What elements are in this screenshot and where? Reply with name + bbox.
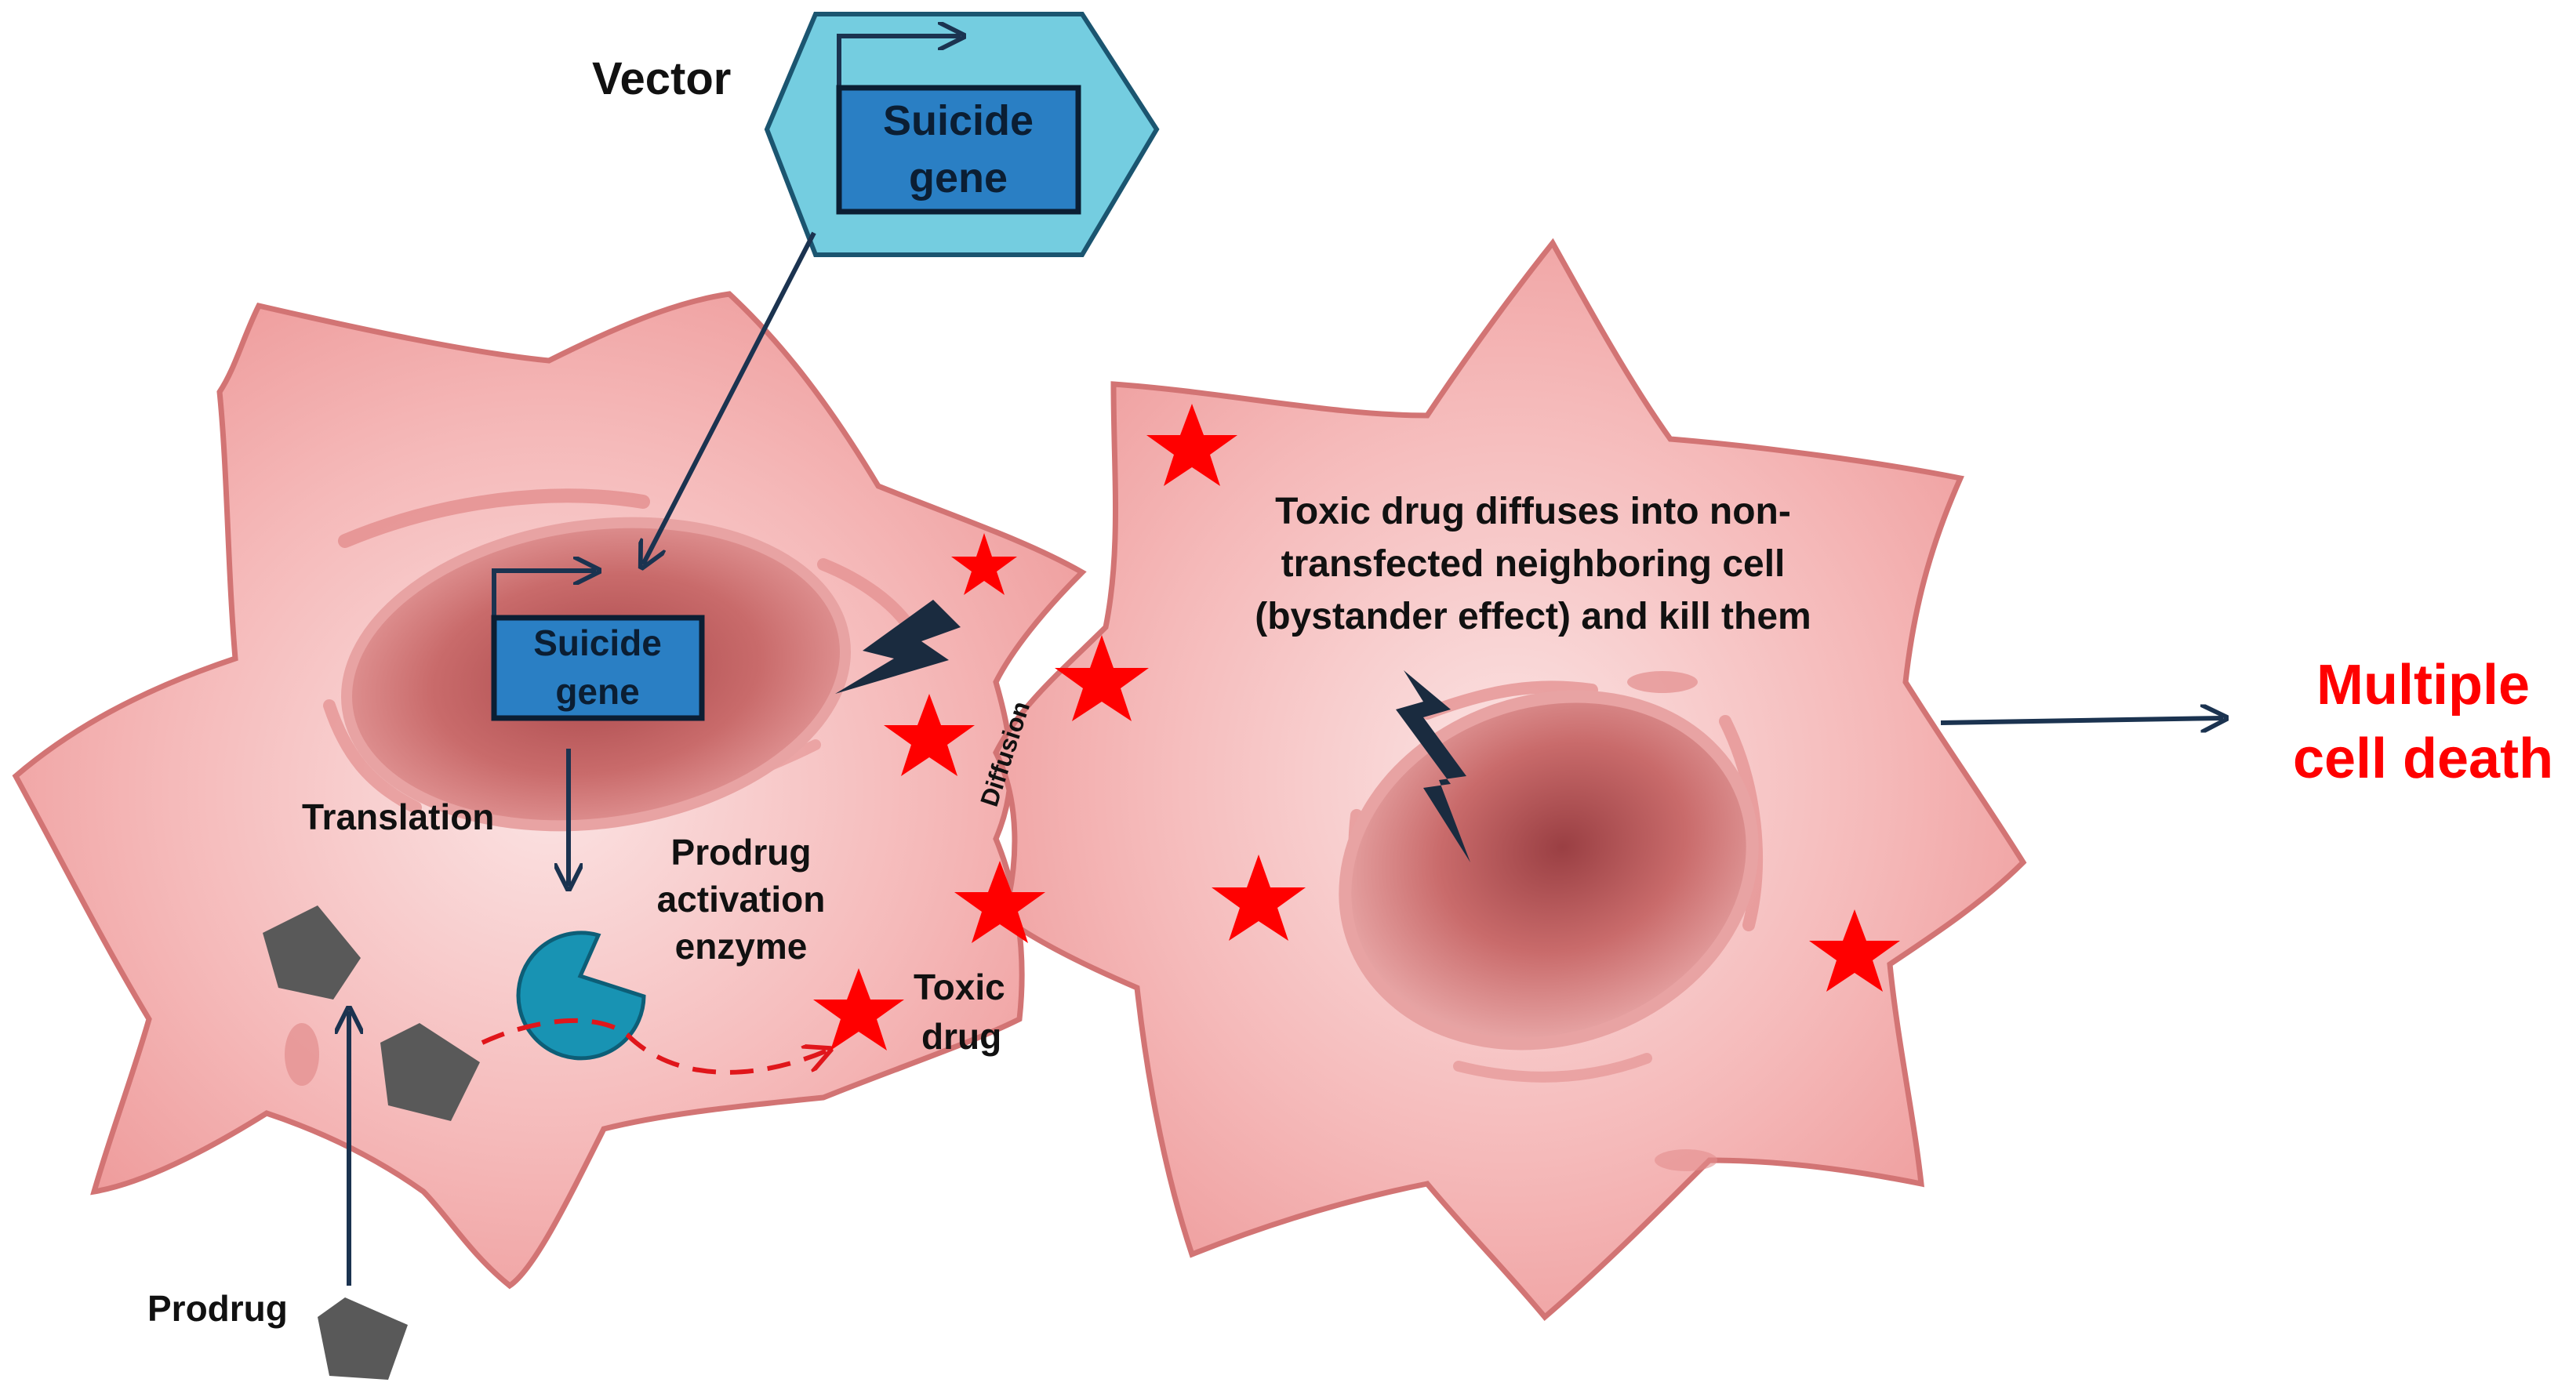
- prodrug-label: Prodrug: [147, 1288, 288, 1329]
- transfection-arrow: [643, 231, 816, 564]
- red-star-icon: [951, 533, 1017, 595]
- bystander-text-line3: (bystander effect) and kill them: [1255, 596, 1811, 637]
- vector-suicide-gene-box: [836, 85, 1081, 215]
- pentagon-prodrug-icon: [380, 1023, 480, 1121]
- endoplasmic-reticulum: [338, 488, 650, 548]
- enzyme-label-line3: enzyme: [675, 926, 808, 967]
- neighboring-cell: [993, 238, 2027, 1321]
- outcome-arrow: [1940, 718, 2223, 723]
- activation-arrow: [481, 1018, 827, 1075]
- nuclear-gene-label-line2: gene: [555, 671, 639, 712]
- vector: Suicide gene: [764, 12, 1160, 257]
- toxic-drug-stars: [813, 404, 1900, 1050]
- vesicle: [285, 1023, 319, 1086]
- enzyme-label-line2: activation: [657, 879, 826, 920]
- red-star-icon: [1146, 404, 1237, 486]
- pentagon-prodrug-icon: [318, 1297, 408, 1380]
- pentagon-prodrug-icon: [263, 905, 361, 1000]
- vector-gene-label-line1: Suicide: [883, 97, 1034, 144]
- outcome-label-line2: cell death: [2293, 728, 2553, 790]
- bystander-text-line1: Toxic drug diffuses into non-: [1275, 491, 1791, 532]
- vesicle: [1655, 1149, 1717, 1171]
- toxic-drug-label-line1: Toxic: [914, 967, 1005, 1007]
- transfected-cell: [12, 291, 1087, 1290]
- lightning-bolt-icon: [1396, 670, 1470, 862]
- red-star-icon: [1055, 635, 1149, 721]
- endoplasmic-reticulum: [1453, 1053, 1652, 1083]
- endoplasmic-reticulum: [817, 558, 916, 633]
- lightning-bolt-icon: [835, 600, 961, 694]
- enzyme-label-line1: Prodrug: [671, 832, 812, 873]
- endoplasmic-reticulum: [1421, 680, 1598, 720]
- vector-gene-label-line2: gene: [909, 154, 1008, 201]
- nuclear-gene-label-line1: Suicide: [533, 622, 662, 663]
- endoplasmic-reticulum: [323, 699, 422, 814]
- red-star-icon: [884, 694, 975, 776]
- toxic-drug-label-line2: drug: [921, 1016, 1001, 1057]
- outcome-label-line1: Multiple: [2316, 654, 2530, 717]
- promoter-arrow-icon: [837, 36, 961, 88]
- nuclear-suicide-gene-box: [491, 615, 705, 721]
- red-star-icon: [813, 968, 904, 1050]
- nuclear-promoter-arrow-icon: [492, 571, 596, 619]
- red-star-icon: [1212, 855, 1306, 941]
- red-star-icon: [954, 861, 1045, 943]
- vesicle: [1627, 671, 1698, 693]
- red-star-icon: [1809, 909, 1900, 992]
- vector-label: Vector: [592, 53, 731, 104]
- translation-label: Translation: [302, 796, 494, 837]
- bystander-text-line2: transfected neighboring cell: [1281, 543, 1786, 585]
